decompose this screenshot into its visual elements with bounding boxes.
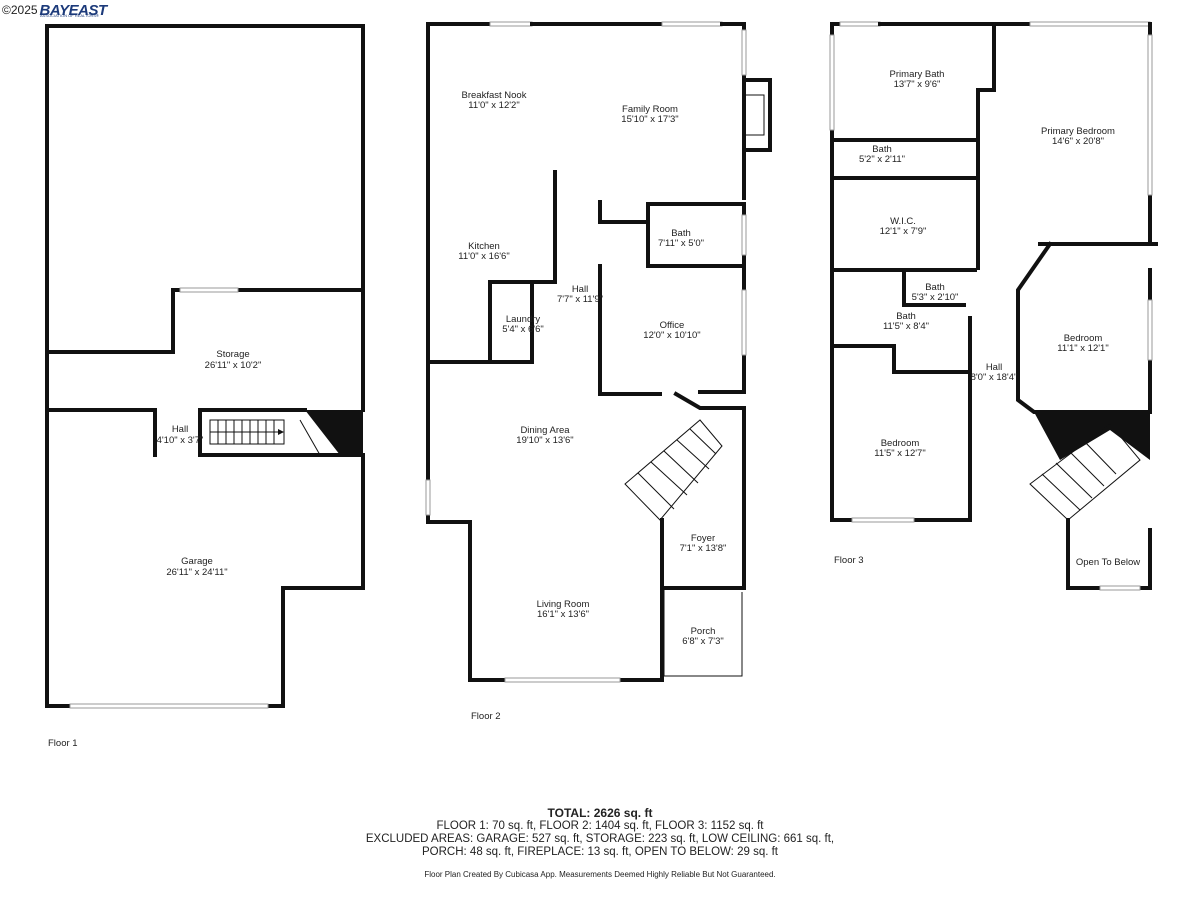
room-dims: 14'6" x 20'8" — [1052, 136, 1104, 147]
room-name: Laundry — [506, 314, 541, 325]
room-name: Bedroom — [881, 438, 920, 449]
room-dims: 11'5" x 8'4" — [883, 321, 929, 332]
room-dims: 5'4" x 6'6" — [502, 324, 544, 335]
room-name: Hall — [572, 284, 588, 295]
floor-labels: Floor 1 Floor 2 Floor 3 — [48, 555, 864, 749]
room-dims: 26'11" x 10'2" — [205, 360, 262, 371]
room-dims: 7'1" x 13'8" — [680, 543, 727, 554]
room-dims: 26'11" x 24'11" — [166, 567, 227, 578]
room-name: Open To Below — [1076, 557, 1140, 568]
room-dims: 16'1" x 13'6" — [537, 609, 589, 620]
floor-3-plan — [829, 21, 1158, 591]
header-logo: ©2025 BAYEAST — [0, 0, 107, 20]
room-dims: 15'10" x 17'3" — [621, 114, 678, 125]
total-area: TOTAL: 2626 sq. ft — [547, 806, 653, 820]
floor-plan: Storage 26'11" x 10'2" Hall 4'10" x 3'7"… — [45, 21, 1158, 749]
room-name: Bedroom — [1064, 333, 1103, 344]
room-dims: 13'7" x 9'6" — [894, 79, 941, 90]
room-dims: 11'0" x 12'2" — [468, 100, 519, 111]
room-dims: 12'0" x 10'10" — [643, 330, 700, 341]
room-name: Hall — [172, 424, 188, 435]
brand-subtitle: ASSOCIATION OF REALTORS® — [40, 13, 99, 18]
room-name: Bath — [872, 144, 892, 155]
excluded-areas-cont: PORCH: 48 sq. ft, FIREPLACE: 13 sq. ft, … — [422, 846, 778, 858]
room-name: Living Room — [537, 599, 590, 610]
room-name: Primary Bath — [890, 69, 945, 80]
room-name: Porch — [691, 626, 716, 637]
room-dims: 6'8" x 7'3" — [682, 636, 724, 647]
room-dims: 12'1" x 7'9" — [880, 226, 927, 237]
floor-1-label: Floor 1 — [48, 738, 78, 749]
room-dims: 5'2" x 2'11" — [859, 154, 905, 165]
excluded-areas: EXCLUDED AREAS: GARAGE: 527 sq. ft, STOR… — [365, 833, 835, 845]
room-name: Primary Bedroom — [1041, 126, 1115, 137]
room-dims: 19'10" x 13'6" — [516, 435, 573, 446]
floor-3-label: Floor 3 — [834, 555, 864, 566]
room-dims: 11'0" x 16'6" — [458, 251, 509, 262]
room-dims: 11'5" x 12'7" — [874, 448, 925, 459]
floor-2-label: Floor 2 — [471, 711, 501, 722]
disclaimer-note: Floor Plan Created By Cubicasa App. Meas… — [424, 870, 776, 879]
room-name: Family Room — [622, 104, 678, 115]
room-dims: 4'10" x 3'7" — [157, 435, 204, 446]
floor-areas: FLOOR 1: 70 sq. ft, FLOOR 2: 1404 sq. ft… — [436, 820, 764, 832]
room-labels: Storage 26'11" x 10'2" Hall 4'10" x 3'7"… — [157, 69, 1141, 647]
room-name: Dining Area — [520, 425, 570, 436]
room-name: Kitchen — [468, 241, 500, 252]
room-dims: 11'1" x 12'1" — [1057, 343, 1108, 354]
room-name: Office — [660, 320, 685, 331]
room-name: Hall — [986, 362, 1002, 373]
room-name: Breakfast Nook — [462, 90, 527, 101]
room-name: W.I.C. — [890, 216, 916, 227]
room-name: Bath — [671, 228, 691, 239]
brand-logo: BAYEAST — [39, 1, 108, 19]
room-name: Bath — [896, 311, 916, 322]
room-dims: 7'7" x 11'9" — [557, 294, 603, 305]
room-dims: 8'0" x 18'4" — [971, 372, 1018, 383]
room-name: Foyer — [691, 533, 715, 544]
floor-2-plan — [425, 21, 772, 683]
copyright-text: ©2025 — [2, 3, 38, 17]
room-name: Storage — [216, 349, 249, 360]
room-name: Garage — [181, 556, 213, 567]
room-dims: 7'11" x 5'0" — [658, 238, 704, 249]
room-dims: 5'3" x 2'10" — [912, 292, 959, 303]
floor-1-plan — [45, 24, 365, 709]
room-name: Bath — [925, 282, 945, 293]
